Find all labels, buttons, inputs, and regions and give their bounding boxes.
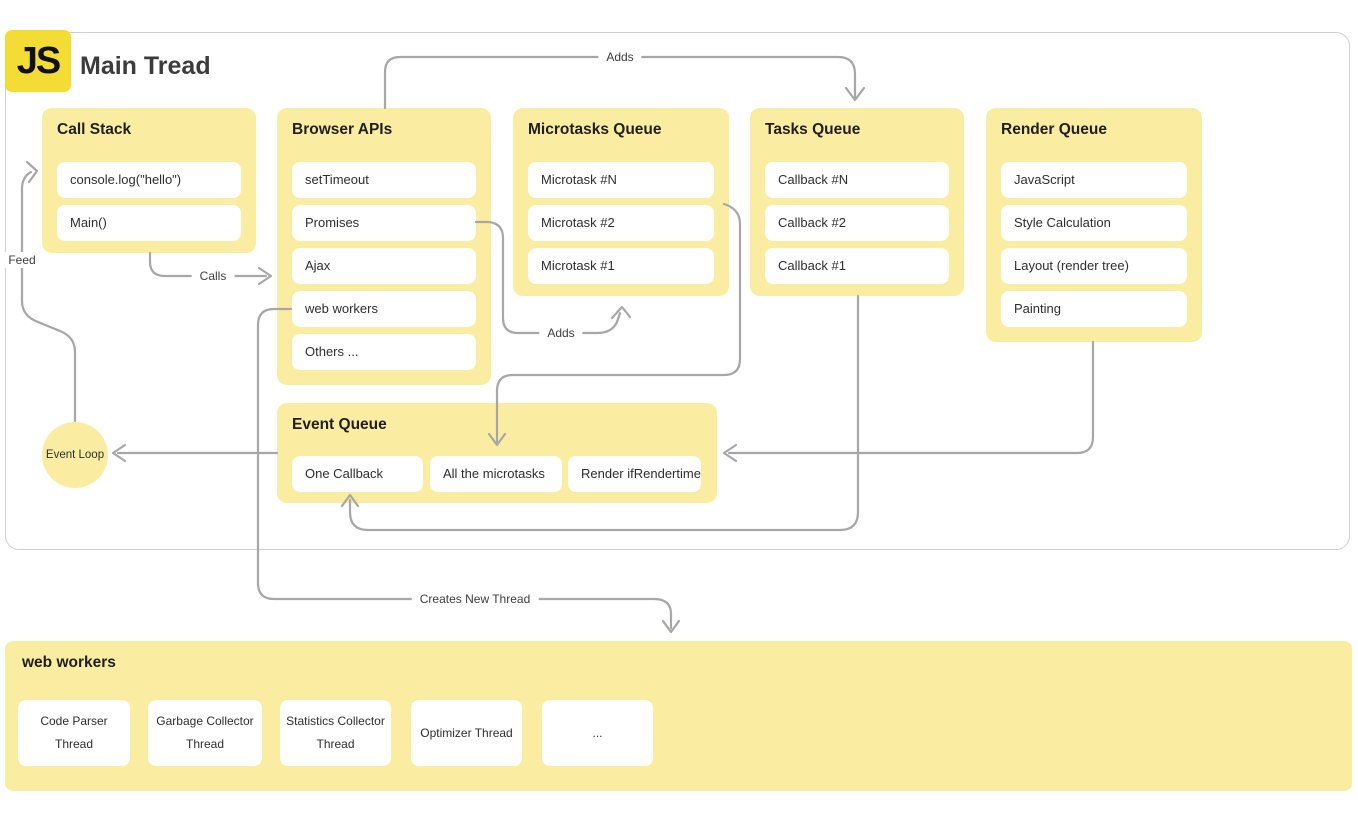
render-item: JavaScript xyxy=(1001,162,1187,198)
panel-event-queue: Event Queue One Callback All the microta… xyxy=(277,403,717,503)
event-queue-item: One Callback xyxy=(292,456,423,492)
arrowhead-down-icon xyxy=(661,619,681,634)
panel-title: Call Stack xyxy=(57,121,132,138)
arrow-label-feed: Feed xyxy=(0,252,44,268)
worker-thread-box: Code Parser Thread xyxy=(18,700,130,766)
arrow-label-adds-top: Adds xyxy=(598,49,642,65)
browser-api-item: Ajax xyxy=(292,248,476,284)
task-item: Callback #2 xyxy=(765,205,949,241)
panel-render-queue: Render Queue JavaScript Style Calculatio… xyxy=(986,108,1202,342)
task-item: Callback #1 xyxy=(765,248,949,284)
render-item: Style Calculation xyxy=(1001,205,1187,241)
panel-microtasks-queue: Microtasks Queue Microtask #N Microtask … xyxy=(513,108,729,296)
panel-title: Render Queue xyxy=(1001,121,1107,138)
microtask-item: Microtask #1 xyxy=(528,248,714,284)
worker-thread-box: ... xyxy=(542,700,653,766)
arrow-label-adds-microtasks: Adds xyxy=(539,325,583,341)
page-title: Main Tread xyxy=(80,52,211,80)
worker-thread-box: Statistics Collector Thread xyxy=(280,700,391,766)
panel-browser-apis: Browser APIs setTimeout Promises Ajax we… xyxy=(277,108,491,385)
panel-tasks-queue: Tasks Queue Callback #N Callback #2 Call… xyxy=(750,108,964,296)
event-queue-item: All the microtasks xyxy=(430,456,562,492)
browser-api-item: Others ... xyxy=(292,334,476,370)
render-item: Painting xyxy=(1001,291,1187,327)
panel-title: Microtasks Queue xyxy=(528,121,662,138)
panel-web-workers: web workers Code Parser Thread Garbage C… xyxy=(5,641,1352,791)
js-logo-text: JS xyxy=(16,39,62,82)
worker-thread-box: Optimizer Thread xyxy=(411,700,522,766)
event-loop-node: Event Loop xyxy=(42,422,108,488)
task-item: Callback #N xyxy=(765,162,949,198)
panel-call-stack: Call Stack console.log("hello") Main() xyxy=(42,108,256,253)
event-loop-label: Event Loop xyxy=(45,449,105,461)
browser-api-item: Promises xyxy=(292,205,476,241)
panel-title: web workers xyxy=(22,654,116,671)
arrow-label-calls: Calls xyxy=(191,268,235,284)
arrow-label-creates-new-thread: Creates New Thread xyxy=(411,591,539,607)
render-item: Layout (render tree) xyxy=(1001,248,1187,284)
call-stack-item: Main() xyxy=(57,205,241,241)
call-stack-item: console.log("hello") xyxy=(57,162,241,198)
browser-api-item: web workers xyxy=(292,291,476,327)
microtask-item: Microtask #2 xyxy=(528,205,714,241)
worker-thread-box: Garbage Collector Thread xyxy=(148,700,262,766)
panel-title: Event Queue xyxy=(292,416,387,433)
panel-title: Browser APIs xyxy=(292,121,393,138)
js-logo-icon: JS xyxy=(5,30,71,92)
browser-api-item: setTimeout xyxy=(292,162,476,198)
event-queue-item: Render ifRendertime xyxy=(568,456,701,492)
microtask-item: Microtask #N xyxy=(528,162,714,198)
panel-title: Tasks Queue xyxy=(765,121,861,138)
